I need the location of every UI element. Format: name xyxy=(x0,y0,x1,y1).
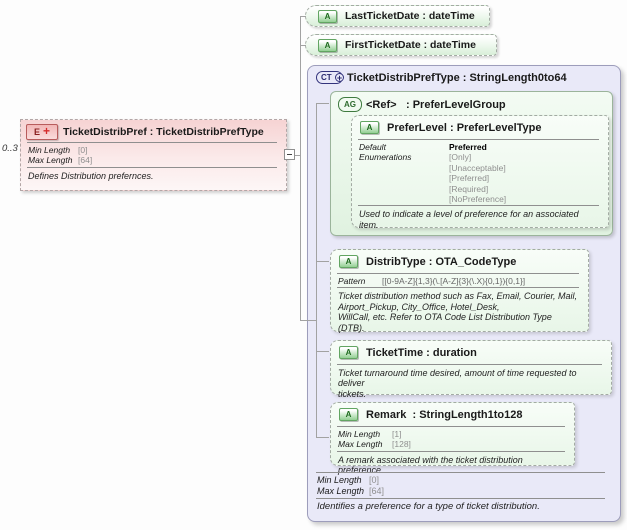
divider xyxy=(337,364,602,365)
facet-row: Default Preferred xyxy=(359,142,487,152)
attribute-facets: Pattern [[0-9A-Z]{1,3}(\.[A-Z]{3}(\.X){0… xyxy=(331,275,588,286)
connector-trunk xyxy=(300,16,301,321)
attribute-title: Remark : StringLength1to128 xyxy=(366,408,523,421)
divider xyxy=(337,450,565,452)
attribute-icon: A xyxy=(360,121,379,134)
attribute-facets: Default Preferred Enumerations [Only] [U… xyxy=(352,141,608,204)
complextype-box-ticketdistribpreftype[interactable]: CT + TicketDistribPrefType : StringLengt… xyxy=(307,65,621,522)
facet-row: Min Length [0] xyxy=(317,475,380,485)
facet-rows: Min Length [0] Max Length [64] xyxy=(308,474,614,497)
attribute-icon: A xyxy=(318,38,337,52)
divider xyxy=(337,426,565,427)
attribute-tag-firstticketdate[interactable]: A FirstTicketDate : dateTime xyxy=(305,34,497,56)
attribute-description: Used to indicate a level of preference f… xyxy=(359,209,579,230)
element-description: Defines Distribution prefernces. xyxy=(28,170,154,181)
connector-entry xyxy=(301,320,316,321)
attribute-description: Ticket turnaround time desired, amount o… xyxy=(338,368,577,399)
facet-row: Max Length [64] xyxy=(317,486,385,496)
divider xyxy=(337,273,579,274)
collapse-toggle[interactable] xyxy=(284,149,295,160)
facet-row: Max Length [128] xyxy=(338,439,411,450)
attribute-description: Ticket distribution method such as Fax, … xyxy=(338,291,578,333)
facet-row: Min Length [1] xyxy=(338,429,402,439)
complextype-icon: CT + xyxy=(316,71,344,84)
element-header: E+ TicketDistribPref : TicketDistribPref… xyxy=(21,120,286,141)
connector-branch xyxy=(300,45,306,46)
connector-inner-trunk xyxy=(316,103,317,438)
connector-tick xyxy=(317,437,329,438)
complextype-description: Identifies a preference for a type of ti… xyxy=(317,501,540,512)
facet-row: Enumerations [Only] xyxy=(359,152,472,163)
attributegroup-ref: <Ref> xyxy=(366,98,397,111)
divider xyxy=(337,287,579,289)
attribute-title: FirstTicketDate : dateTime xyxy=(345,39,476,51)
complextype-facets: Min Length [0] Max Length [64] Identifie… xyxy=(308,471,614,514)
attribute-title: PreferLevel : PreferLevelType xyxy=(387,121,542,134)
attribute-icon: A xyxy=(339,255,358,268)
attribute-icon: A xyxy=(339,408,358,421)
multiplicity-label: 0..3 xyxy=(2,143,18,154)
attribute-title: TicketTime : duration xyxy=(366,346,477,359)
facet-row: Min Length [0] xyxy=(28,145,88,155)
facet-row: [Preferred] xyxy=(449,173,490,184)
divider xyxy=(358,139,599,140)
facet-row: [Unacceptable] xyxy=(449,162,506,173)
attribute-title: DistribType : OTA_CodeType xyxy=(366,255,517,268)
attribute-icon: A xyxy=(339,346,358,359)
attribute-box-tickettime[interactable]: A TicketTime : duration Ticket turnaroun… xyxy=(330,340,612,399)
element-box-ticketdistribpref[interactable]: E+ TicketDistribPref : TicketDistribPref… xyxy=(20,119,287,191)
divider xyxy=(27,166,277,168)
element-icon: E+ xyxy=(26,124,58,140)
attribute-tag-lastticketdate[interactable]: A LastTicketDate : dateTime xyxy=(305,5,490,27)
attribute-header: A TicketTime : duration xyxy=(331,341,611,363)
divider xyxy=(27,142,277,143)
complextype-header: CT + TicketDistribPrefType : StringLengt… xyxy=(308,66,620,84)
attribute-box-remark[interactable]: A Remark : StringLength1to128 Min Length… xyxy=(330,402,575,475)
attribute-title: LastTicketDate : dateTime xyxy=(345,10,475,22)
facet-row: [Required] xyxy=(449,183,489,194)
connector-tick xyxy=(317,103,329,104)
facet-row: Max Length [64] xyxy=(28,155,93,166)
attribute-box-distribtype[interactable]: A DistribType : OTA_CodeType Pattern [[0… xyxy=(330,249,589,333)
divider xyxy=(358,205,599,207)
attribute-header: A Remark : StringLength1to128 xyxy=(331,403,574,425)
attributegroup-icon: AG xyxy=(338,97,362,112)
divider xyxy=(316,472,605,473)
attributegroup-header: AG <Ref> : PreferLevelGroup xyxy=(331,92,612,112)
facet-row: Pattern [[0-9A-Z]{1,3}(\.[A-Z]{3}(\.X){0… xyxy=(338,276,526,286)
divider xyxy=(316,498,605,499)
attribute-facets: Min Length [1] Max Length [128] xyxy=(331,428,574,450)
minus-icon xyxy=(287,154,292,155)
complextype-title: TicketDistribPrefType : StringLength0to6… xyxy=(347,71,567,84)
plus-icon: + xyxy=(335,72,344,83)
facet-row: [NoPreference] xyxy=(449,194,507,205)
attribute-box-preferlevel[interactable]: A PreferLevel : PreferLevelType Default … xyxy=(351,115,609,230)
connector-tick xyxy=(317,261,329,262)
element-title: TicketDistribPref : TicketDistribPrefTyp… xyxy=(63,126,264,138)
attributegroup-type: : PreferLevelGroup xyxy=(406,98,506,111)
attribute-header: A PreferLevel : PreferLevelType xyxy=(352,116,608,138)
attribute-description: A remark associated with the ticket dist… xyxy=(338,454,523,476)
element-facets: Min Length [0] Max Length [64] xyxy=(21,144,286,166)
attribute-icon: A xyxy=(318,9,337,23)
connector-branch xyxy=(300,16,306,17)
connector-tick xyxy=(317,351,329,352)
attributegroup-box-preferlevelgroup[interactable]: AG <Ref> : PreferLevelGroup A PreferLeve… xyxy=(330,91,613,236)
attribute-header: A DistribType : OTA_CodeType xyxy=(331,250,588,272)
